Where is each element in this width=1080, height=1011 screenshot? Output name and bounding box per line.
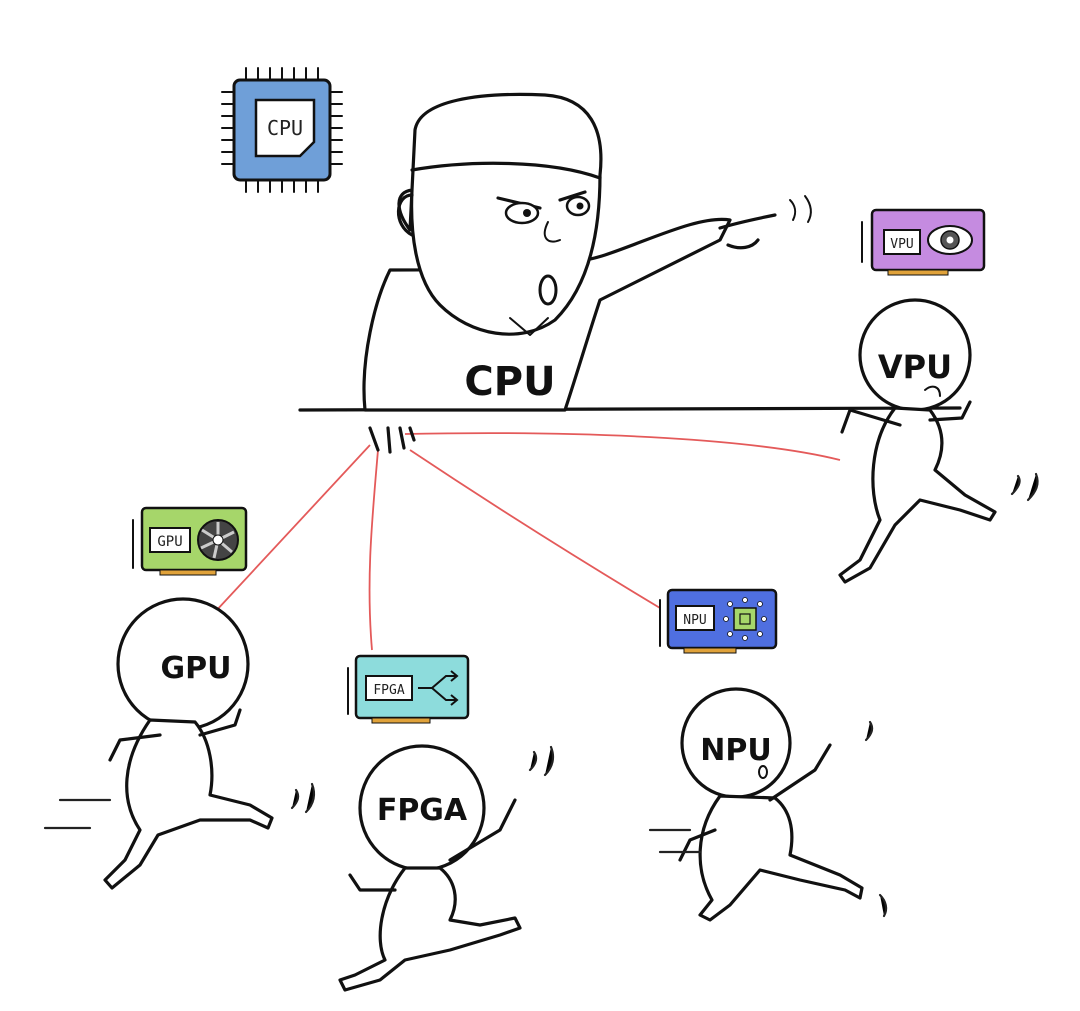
fpga-runner: FPGA bbox=[338, 744, 555, 992]
cpu-boss-character: CPU bbox=[362, 92, 812, 454]
vpu-card-label: VPU bbox=[890, 237, 913, 252]
cpu-chip-icon: CPU bbox=[221, 67, 343, 193]
gpu-card-label: GPU bbox=[157, 534, 182, 550]
vpu-runner-label: VPU bbox=[878, 348, 952, 386]
branch-arrows-icon bbox=[418, 670, 459, 706]
gpu-runner: GPU bbox=[43, 597, 316, 890]
fpga-runner-label: FPGA bbox=[377, 793, 468, 828]
leash-to-fpga bbox=[368, 449, 379, 651]
gpu-runner-label: GPU bbox=[161, 651, 232, 686]
npu-card-label: NPU bbox=[683, 613, 706, 628]
npu-runner: NPU bbox=[648, 687, 888, 922]
leash-to-npu bbox=[409, 449, 661, 609]
fpga-card: FPGA bbox=[347, 654, 470, 724]
leash-to-vpu bbox=[404, 432, 841, 461]
leash-to-gpu bbox=[214, 444, 371, 613]
fpga-card-label: FPGA bbox=[373, 683, 404, 698]
vpu-runner: VPU bbox=[838, 298, 1039, 584]
gpu-card: GPU bbox=[132, 506, 248, 576]
fan-icon bbox=[197, 519, 239, 561]
boss-shirt-label: CPU bbox=[464, 359, 555, 405]
npu-card: NPU bbox=[659, 588, 778, 654]
leash-strings bbox=[214, 432, 841, 651]
neural-chip-icon bbox=[723, 597, 767, 641]
npu-runner-label: NPU bbox=[700, 733, 771, 768]
cpu-chip-label: CPU bbox=[267, 116, 303, 140]
eye-icon bbox=[927, 225, 973, 255]
vpu-card: VPU bbox=[861, 208, 986, 276]
boss-head bbox=[397, 92, 603, 336]
